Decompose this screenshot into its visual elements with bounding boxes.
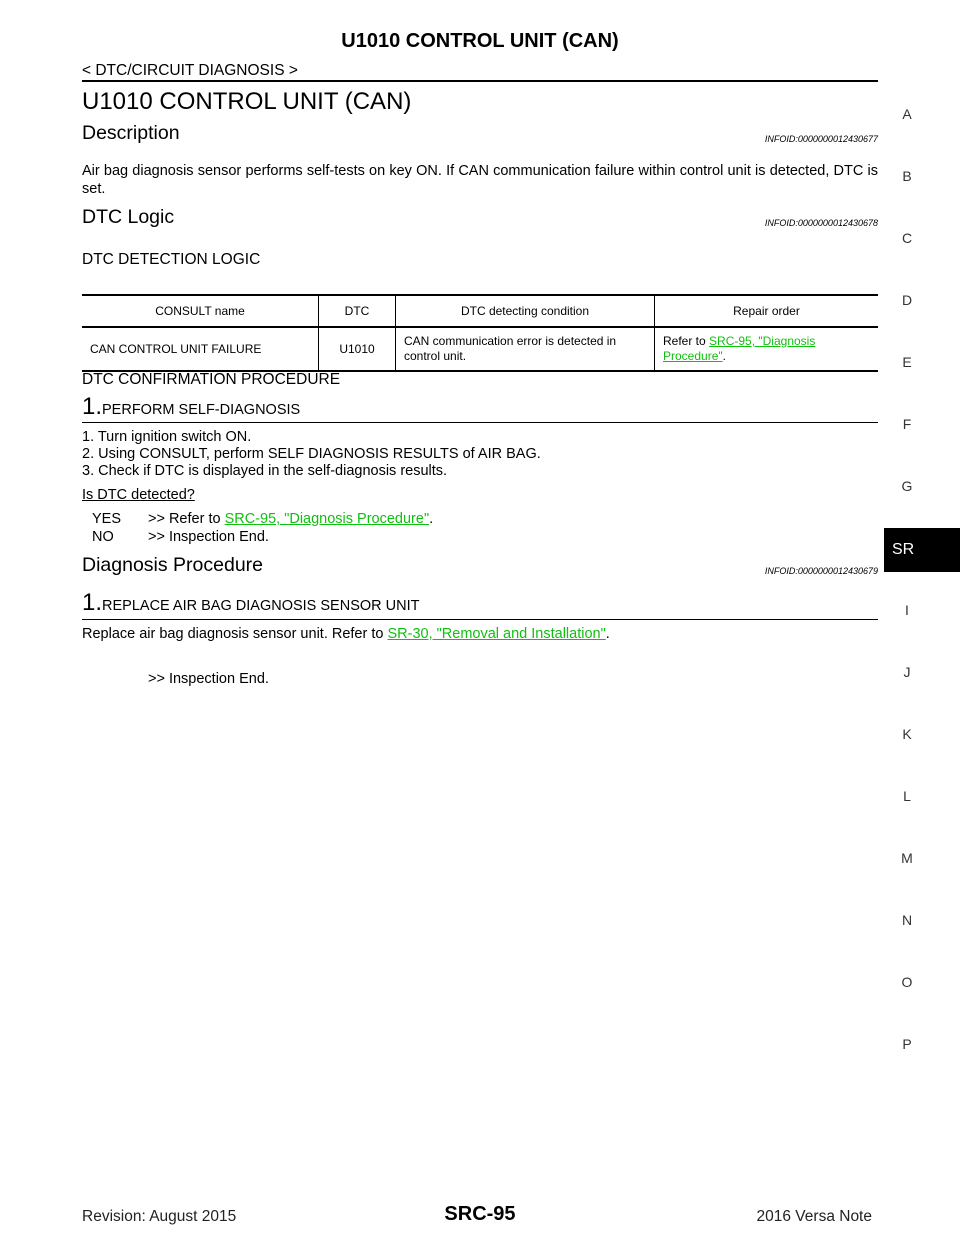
yes-label: YES bbox=[92, 511, 122, 527]
col-repair-order: Repair order bbox=[654, 294, 878, 328]
yes-prefix: >> Refer to bbox=[148, 511, 225, 527]
side-index-j[interactable]: J bbox=[903, 664, 911, 680]
diag-link[interactable]: SR-30, "Removal and Installation" bbox=[387, 626, 606, 642]
procedure-list: 1. Turn ignition switch ON. 2. Using CON… bbox=[82, 429, 541, 480]
side-index-b[interactable]: B bbox=[902, 168, 912, 184]
question: Is DTC detected? bbox=[82, 487, 195, 503]
list-item: 2. Using CONSULT, perform SELF DIAGNOSIS… bbox=[82, 446, 541, 462]
page-number: SRC-95 bbox=[444, 1203, 516, 1225]
cell-condition: CAN communication error is detected in c… bbox=[395, 327, 655, 372]
table-row: CAN CONTROL UNIT FAILURE U1010 CAN commu… bbox=[82, 327, 878, 372]
description-heading: Description bbox=[82, 122, 180, 144]
side-index-p[interactable]: P bbox=[902, 1036, 912, 1052]
page-title: U1010 CONTROL UNIT (CAN) bbox=[82, 88, 412, 115]
diag-prefix: Replace air bag diagnosis sensor unit. R… bbox=[82, 626, 388, 642]
col-consult-name: CONSULT name bbox=[82, 294, 319, 328]
header-title: U1010 CONTROL UNIT (CAN) bbox=[341, 30, 619, 52]
dtc-table: CONSULT name DTC DTC detecting condition… bbox=[82, 294, 878, 372]
cell-consult-name: CAN CONTROL UNIT FAILURE bbox=[82, 327, 319, 372]
side-index-g[interactable]: G bbox=[901, 478, 913, 494]
no-text: >> Inspection End. bbox=[148, 529, 269, 545]
header-rule bbox=[82, 80, 878, 82]
step-number: 1. bbox=[82, 589, 103, 616]
confirmation-heading: DTC CONFIRMATION PROCEDURE bbox=[82, 371, 341, 388]
inspection-end: >> Inspection End. bbox=[148, 671, 269, 687]
side-index-i[interactable]: I bbox=[905, 602, 909, 618]
diagnosis-infoid: INFOID:0000000012430679 bbox=[764, 566, 878, 576]
diag-suffix: . bbox=[605, 626, 610, 642]
side-index-active-tab[interactable]: SR bbox=[884, 528, 960, 572]
description-text: Air bag diagnosis sensor performs self-t… bbox=[82, 163, 878, 197]
footer-revision: Revision: August 2015 bbox=[82, 1208, 237, 1225]
col-dtc: DTC bbox=[318, 294, 396, 328]
dtc-logic-heading: DTC Logic bbox=[82, 206, 175, 228]
side-index-l[interactable]: L bbox=[903, 788, 911, 804]
cell-dtc: U1010 bbox=[318, 327, 396, 372]
side-index-m[interactable]: M bbox=[901, 850, 913, 866]
diag-step-rule bbox=[82, 619, 878, 620]
breadcrumb: < DTC/CIRCUIT DIAGNOSIS > bbox=[82, 62, 298, 79]
description-infoid: INFOID:0000000012430677 bbox=[764, 134, 878, 144]
yes-text: >> Refer to SRC-95, "Diagnosis Procedure… bbox=[148, 511, 433, 527]
table-header-row: CONSULT name DTC DTC detecting condition… bbox=[82, 294, 878, 328]
repair-suffix: . bbox=[722, 349, 726, 363]
side-index-e[interactable]: E bbox=[902, 354, 912, 370]
diagnosis-text: Replace air bag diagnosis sensor unit. R… bbox=[82, 626, 610, 642]
step-1-heading: 1.PERFORM SELF-DIAGNOSIS bbox=[82, 393, 300, 421]
list-item: 3. Check if DTC is displayed in the self… bbox=[82, 463, 448, 479]
cell-repair-order: Refer to SRC-95, "Diagnosis Procedure". bbox=[654, 327, 878, 372]
side-index-a[interactable]: A bbox=[902, 106, 912, 122]
col-condition: DTC detecting condition bbox=[395, 294, 655, 328]
step-title: REPLACE AIR BAG DIAGNOSIS SENSOR UNIT bbox=[102, 598, 420, 614]
side-index-d[interactable]: D bbox=[901, 292, 913, 308]
dtc-logic-infoid: INFOID:0000000012430678 bbox=[764, 218, 878, 228]
side-index-n[interactable]: N bbox=[901, 912, 913, 928]
side-index-f[interactable]: F bbox=[902, 416, 912, 432]
diagnosis-heading: Diagnosis Procedure bbox=[82, 554, 264, 576]
detection-logic-heading: DTC DETECTION LOGIC bbox=[82, 251, 261, 268]
side-index-c[interactable]: C bbox=[901, 230, 913, 246]
diag-step-1-heading: 1.REPLACE AIR BAG DIAGNOSIS SENSOR UNIT bbox=[82, 589, 419, 617]
list-item: 1. Turn ignition switch ON. bbox=[82, 429, 252, 445]
step-title: PERFORM SELF-DIAGNOSIS bbox=[102, 402, 301, 418]
step-rule bbox=[82, 422, 878, 423]
step-number: 1. bbox=[82, 393, 103, 420]
yes-suffix: . bbox=[429, 511, 434, 527]
side-index-o[interactable]: O bbox=[901, 974, 913, 990]
repair-prefix: Refer to bbox=[663, 334, 710, 348]
yes-link[interactable]: SRC-95, "Diagnosis Procedure" bbox=[224, 511, 430, 527]
side-index-k[interactable]: K bbox=[902, 726, 912, 742]
repair-link[interactable]: SRC-95, "Diagnosis Procedure" bbox=[663, 334, 816, 363]
no-label: NO bbox=[92, 529, 114, 545]
footer-model: 2016 Versa Note bbox=[756, 1208, 872, 1225]
